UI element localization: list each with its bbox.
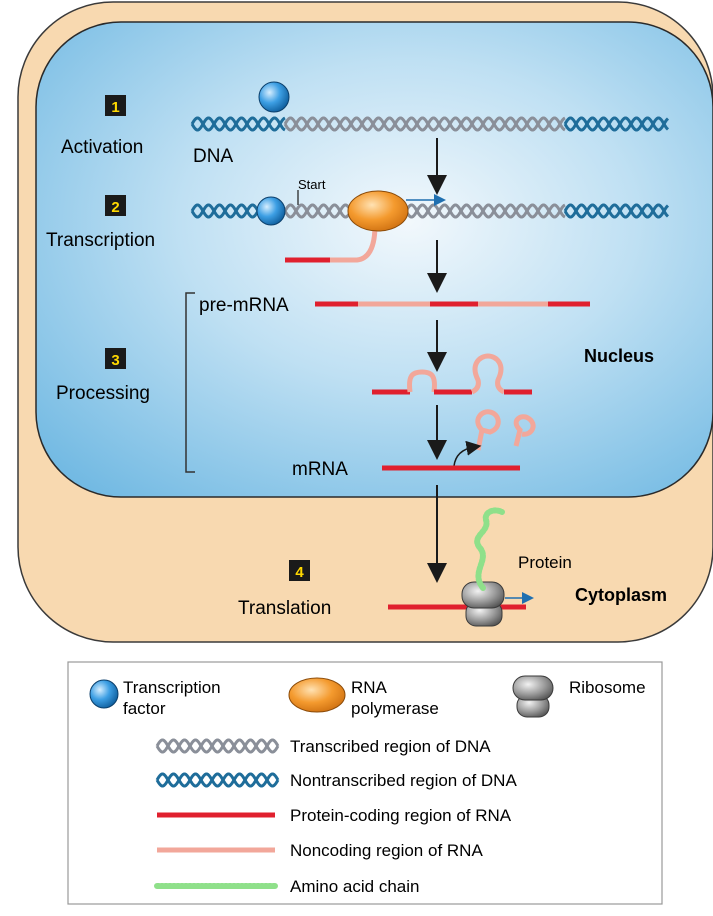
splice-release-arrow	[453, 440, 482, 467]
svg-text:2: 2	[111, 199, 119, 216]
legend-row-label: Amino acid chain	[290, 877, 419, 896]
step-label-translation: Translation	[238, 598, 331, 619]
cytoplasm-label: Cytoplasm	[575, 585, 667, 605]
dna-strand-activation	[190, 116, 670, 132]
mrna-label: mRNA	[292, 459, 348, 480]
step-badge-2: 2	[105, 195, 126, 216]
step-label-transcription: Transcription	[46, 230, 155, 251]
nucleus-region	[35, 21, 713, 498]
svg-text:4: 4	[295, 564, 304, 581]
step-badge-3: 3	[105, 348, 126, 369]
processing-bracket	[185, 292, 195, 473]
legend-row-label: Transcribed region of DNA	[290, 737, 491, 756]
dna-label: DNA	[193, 146, 233, 167]
legend-transcription-factor-label: Transcription factor	[123, 678, 225, 718]
splicing-intermediate	[372, 353, 532, 395]
rna-polymerase-icon	[347, 190, 409, 232]
legend-rna-polymerase-label: RNA polymerase	[351, 678, 439, 718]
step-label-activation: Activation	[61, 137, 143, 158]
legend-ribosome-label: Ribosome	[569, 678, 646, 697]
legend-rna-polymerase-icon	[288, 677, 346, 713]
transcription-factor-icon	[256, 196, 286, 226]
legend-row-label: Noncoding region of RNA	[290, 841, 483, 860]
legend-ribosome-icon	[512, 675, 554, 718]
legend-transcription-factor-icon	[89, 679, 119, 709]
protein-label: Protein	[518, 553, 572, 572]
transcription-factor-icon	[258, 81, 290, 113]
start-label: Start	[298, 177, 326, 192]
legend-row-label: Protein-coding region of RNA	[290, 806, 512, 825]
step-label-processing: Processing	[56, 383, 150, 404]
svg-text:1: 1	[111, 99, 119, 116]
amino-acid-chain	[474, 507, 505, 591]
legend-nontranscribed-dna-swatch	[155, 772, 280, 788]
nucleus-label: Nucleus	[584, 346, 654, 366]
dna-strand-transcription	[190, 203, 670, 219]
legend-transcribed-dna-swatch	[155, 738, 280, 754]
nascent-noncoding-rna	[328, 224, 378, 263]
svg-text:3: 3	[111, 352, 119, 369]
excised-introns	[475, 409, 536, 451]
step-badge-4: 4	[289, 560, 310, 581]
legend-row-label: Nontranscribed region of DNA	[290, 771, 517, 790]
ribosome-icon	[461, 581, 505, 627]
step-badge-1: 1	[105, 95, 126, 116]
pre-mrna-label: pre-mRNA	[199, 295, 289, 316]
